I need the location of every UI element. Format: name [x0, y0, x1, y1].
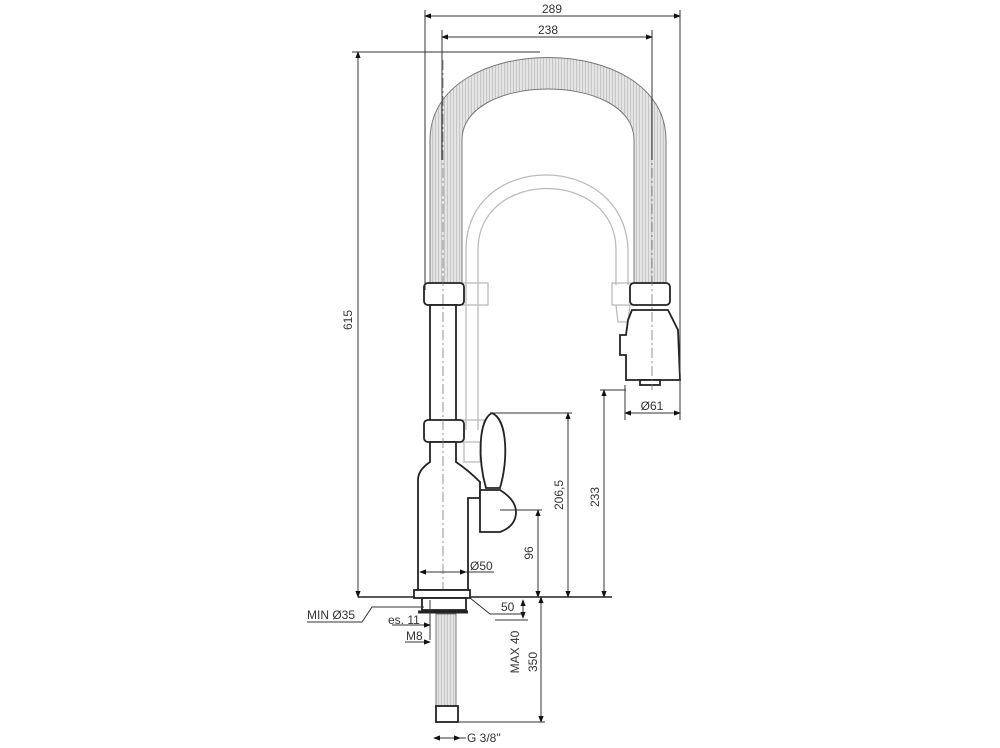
- base-assembly: [358, 589, 612, 723]
- dim-washer: es. 11: [388, 613, 420, 627]
- faucet-column: [417, 60, 481, 610]
- dim-spray-diameter: Ø61: [641, 399, 664, 413]
- dim-overall-height: 615: [341, 310, 355, 330]
- dim-spray-height: 233: [588, 487, 602, 507]
- dim-max-counter: MAX 40: [508, 630, 522, 673]
- flexible-hose: [429, 57, 667, 289]
- spray-head: [619, 60, 681, 390]
- dim-body-diameter: Ø50: [470, 559, 493, 573]
- dim-base-offset: 50: [501, 600, 515, 614]
- dimension-lines: [307, 10, 681, 741]
- lever-handle: [479, 412, 517, 533]
- dim-handle-height: 206,5: [552, 480, 566, 510]
- dim-overall-width: 289: [542, 2, 562, 16]
- dim-min-hole: MIN Ø35: [307, 608, 355, 622]
- dim-lever-axis: 96: [522, 546, 536, 560]
- dim-hose-span: 238: [538, 23, 558, 37]
- dim-stud: M8: [406, 629, 423, 643]
- dim-connection: G 3/8": [467, 731, 501, 745]
- dim-hose-length: 350: [526, 652, 540, 672]
